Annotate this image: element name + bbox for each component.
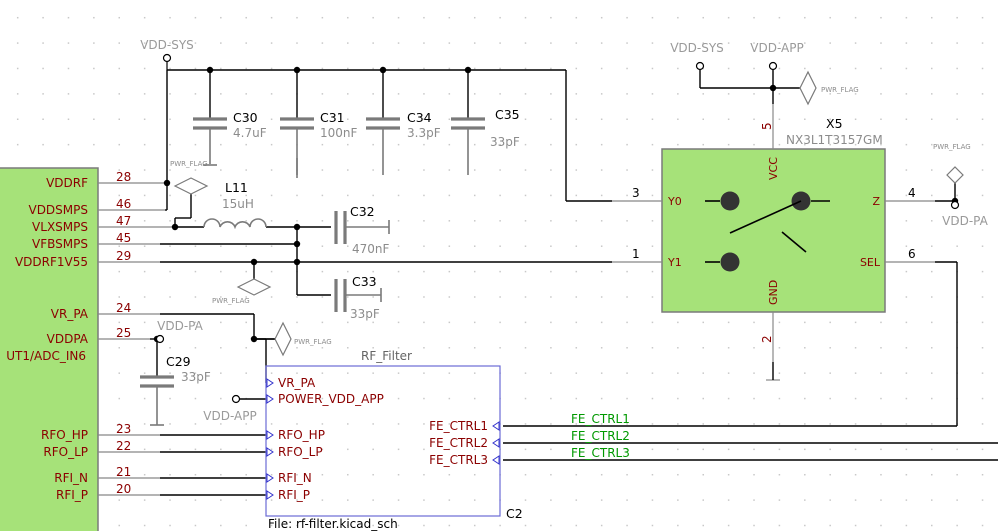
- mcu-pin-name-vddpa: VDDPA: [47, 332, 89, 346]
- pwr-flags: [173, 70, 964, 357]
- mcu-pin-num-24: 24: [116, 301, 131, 315]
- cap-c29[interactable]: [140, 375, 174, 426]
- cap-c31[interactable]: [280, 117, 314, 178]
- net-label-fe-ctrl1: FE_CTRL1: [571, 412, 630, 426]
- cap-c32[interactable]: [334, 211, 390, 244]
- mcu-pin-num-21: 21: [116, 465, 131, 479]
- power-label-vdd-sys-2: VDD-SYS: [670, 41, 724, 55]
- sheet-pin-rfi-p: RFI_P: [278, 488, 310, 502]
- c30-value: 4.7uF: [233, 126, 267, 140]
- mcu-body[interactable]: [0, 167, 99, 531]
- junctions: [153, 66, 959, 343]
- power-port-circles: [155, 53, 960, 404]
- x5-value: NX3L1T3157GM: [786, 133, 883, 147]
- mcu-pin-name-adc-in6: UT1/ADC_IN6: [6, 349, 86, 363]
- switch-symbol: [705, 191, 830, 272]
- mcu-pin-num-45: 45: [116, 231, 131, 245]
- c31-value: 100nF: [320, 126, 358, 140]
- c32-ref: C32: [350, 204, 375, 219]
- mcu-pin-num-47: 47: [116, 214, 131, 228]
- mcu-pin-name-vddsmps: VDDSMPS: [28, 203, 88, 217]
- cap-c33[interactable]: [334, 279, 382, 312]
- mcu-pin-name-rfo-hp: RFO_HP: [41, 428, 88, 442]
- c2-ref: C2: [506, 506, 523, 521]
- mcu-pin-name-rfo-lp: RFO_LP: [43, 445, 88, 459]
- mcu-pin-num-46: 46: [116, 197, 131, 211]
- x5-pin-vcc: VCC: [767, 157, 780, 180]
- x5-pin-y0: Y0: [667, 195, 682, 208]
- power-label-vdd-app-sheet: VDD-APP: [203, 409, 256, 423]
- x5-pin-num-1: 1: [632, 247, 640, 261]
- cap-c34[interactable]: [366, 117, 400, 175]
- sheet-pin-fe-ctrl1: FE_CTRL1: [429, 419, 488, 433]
- power-label-vdd-pa-2: VDD-PA: [942, 214, 988, 228]
- c30-ref: C30: [233, 110, 258, 125]
- sheet-pin-fe-ctrl3: FE_CTRL3: [429, 453, 488, 467]
- x5-pin-num-6: 6: [908, 247, 916, 261]
- c29-value: 33pF: [181, 370, 211, 384]
- c29-ref: C29: [166, 354, 191, 369]
- pwr-flag-label-1: PWR_FLAG: [170, 160, 208, 168]
- sheet-pin-rfo-lp: RFO_LP: [278, 445, 323, 459]
- sheet-pin-fe-ctrl2: FE_CTRL2: [429, 436, 488, 450]
- mcu-pin-name-vddrf1v55: VDDRF1V55: [15, 255, 88, 269]
- x5-pin-num-4: 4: [908, 186, 916, 200]
- net-label-fe-ctrl3: FE_CTRL3: [571, 446, 630, 460]
- c33-value: 33pF: [350, 307, 380, 321]
- sheet-pin-markers: [266, 378, 500, 500]
- sheet-pin-power-vdd-app: POWER_VDD_APP: [278, 392, 384, 406]
- net-label-fe-ctrl2: FE_CTRL2: [571, 429, 630, 443]
- pwr-flag-label-4: PWR_FLAG: [821, 86, 859, 94]
- mcu-pin-num-20: 20: [116, 482, 131, 496]
- sheet-name: RF_Filter: [361, 349, 412, 363]
- mcu-pin-num-23: 23: [116, 422, 131, 436]
- sheet-pin-vr-pa: VR_PA: [278, 376, 316, 390]
- c35-value: 33pF: [490, 135, 520, 149]
- c33-ref: C33: [352, 274, 377, 289]
- cap-c30[interactable]: [193, 117, 227, 166]
- switch-pin-stubs: [612, 104, 935, 362]
- mcu-pin-num-25: 25: [116, 326, 131, 340]
- pwr-flag-label-3: PWR_FLAG: [294, 338, 332, 346]
- mcu-pin-name-rfi-n: RFI_N: [54, 471, 88, 485]
- power-label-vdd-pa: VDD-PA: [157, 319, 203, 333]
- power-label-vdd-sys: VDD-SYS: [140, 38, 194, 52]
- x5-pin-sel: SEL: [860, 256, 881, 269]
- c35-ref: C35: [495, 107, 520, 122]
- power-label-vdd-app: VDD-APP: [750, 41, 803, 55]
- c31-ref: C31: [320, 110, 345, 125]
- pwr-flag-label-5: PWR_FLAG: [933, 143, 971, 151]
- c32-value: 470nF: [352, 242, 390, 256]
- mcu-pin-name-vr-pa: VR_PA: [51, 307, 89, 321]
- sheet-pin-rfi-n: RFI_N: [278, 471, 312, 485]
- x5-pin-num-5: 5: [760, 122, 774, 130]
- mcu-pin-num-28: 28: [116, 170, 131, 184]
- c34-ref: C34: [407, 110, 432, 125]
- mcu-pin-name-vddrf: VDDRF: [46, 176, 88, 190]
- sheet-rf-filter[interactable]: [265, 365, 501, 517]
- mcu-pin-name-vfbsmps: VFBSMPS: [32, 237, 88, 251]
- sheet-file: File: rf-filter.kicad_sch: [268, 517, 398, 531]
- mcu-pin-num-29: 29: [116, 249, 131, 263]
- x5-ref: X5: [826, 116, 843, 131]
- x5-pin-y1: Y1: [667, 256, 682, 269]
- mcu-pin-name-rfi-p: RFI_P: [56, 488, 88, 502]
- l11-ref: L11: [225, 180, 248, 195]
- x5-pin-z: Z: [872, 195, 880, 208]
- inductor-l11[interactable]: [203, 218, 267, 230]
- x5-pin-num-3: 3: [632, 186, 640, 200]
- x5-pin-gnd: GND: [767, 280, 780, 305]
- mcu-pin-num-22: 22: [116, 439, 131, 453]
- sheet-pin-rfo-hp: RFO_HP: [278, 428, 325, 442]
- mcu-pin-stubs: [98, 182, 175, 496]
- wires: [150, 69, 998, 496]
- cap-c35[interactable]: [451, 117, 485, 175]
- mcu-pin-name-vlxsmps: VLXSMPS: [32, 220, 88, 234]
- x5-pin-num-2: 2: [760, 335, 774, 343]
- l11-value: 15uH: [222, 197, 254, 211]
- pwr-flag-label-2: PWR_FLAG: [212, 297, 250, 305]
- c34-value: 3.3pF: [407, 126, 441, 140]
